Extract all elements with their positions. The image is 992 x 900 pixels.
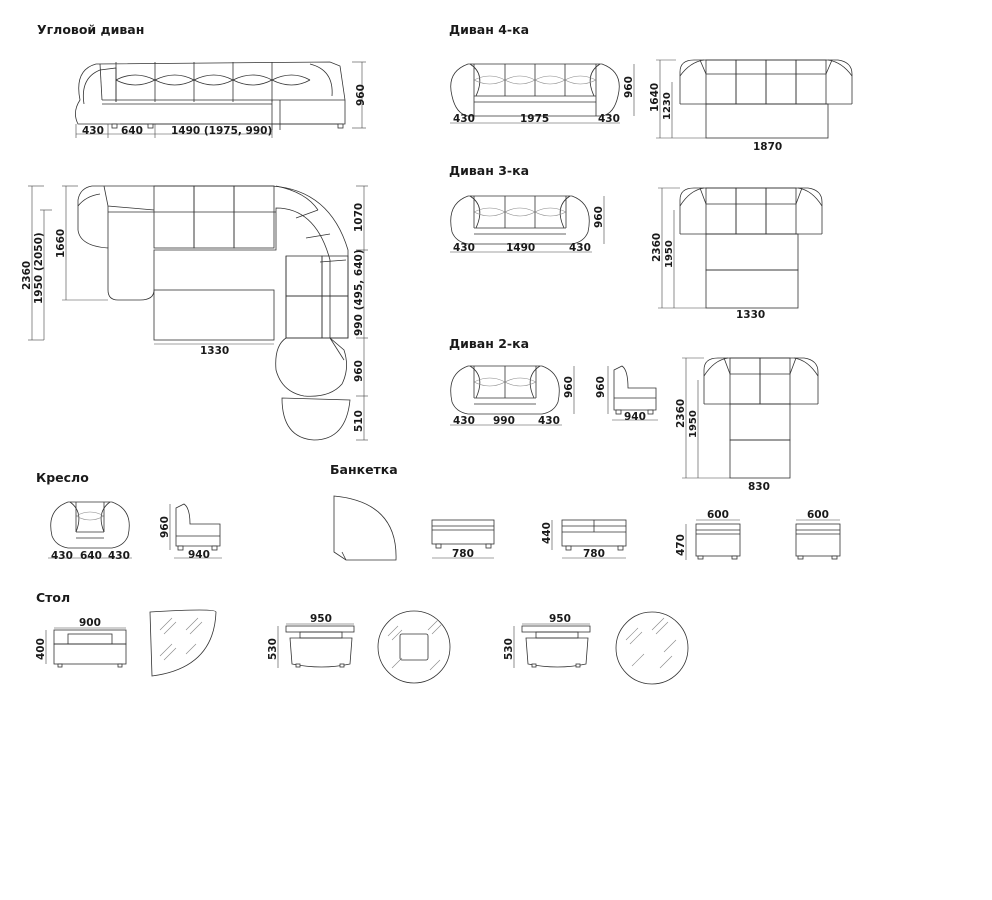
table-3-height: 530 [503, 638, 515, 660]
banquette-1-side: 780 [431, 519, 495, 560]
sofa2-front-view: 430 990 430 960 [450, 365, 575, 427]
corner-dim-arm: 430 [82, 125, 104, 137]
table-1-width: 900 [79, 617, 101, 629]
sofa4-plan-height-2: 1230 [662, 92, 673, 120]
sofa4-arm-left: 430 [453, 113, 475, 125]
banquette-3-side: 600 470 [675, 509, 741, 560]
table-2-height: 530 [267, 638, 279, 660]
corner-plan-right-4: 510 [353, 410, 365, 432]
sofa4-plan-width: 1870 [753, 141, 782, 153]
sofa2-seat: 990 [493, 415, 515, 427]
sofa3-seat: 1490 [506, 242, 535, 254]
corner-plan-right-2: 990 (495, 640) [353, 249, 365, 336]
title-sofa-2: Диван 2-ка [449, 336, 529, 351]
corner-sofa-plan-view: 2360 1950 (2050) 1660 1330 1070 990 (495… [21, 185, 368, 441]
corner-plan-width: 1330 [200, 345, 229, 357]
sofa2-plan-height-1: 2360 [675, 399, 687, 428]
sofa4-seat: 1975 [520, 113, 549, 125]
title-sofa-4: Диван 4-ка [449, 22, 529, 37]
corner-plan-total-height: 2360 [21, 261, 33, 290]
corner-sofa-front-view: 430 640 1490 (1975, 990) 960 [75, 61, 367, 138]
title-corner-sofa: Угловой диван [37, 22, 144, 37]
table-3-width: 950 [549, 613, 571, 625]
title-sofa-3: Диван 3-ка [449, 163, 529, 178]
banquette-4-side: 600 [795, 509, 841, 560]
armchair-side-depth: 940 [188, 549, 210, 561]
table-2-width: 950 [310, 613, 332, 625]
sofa4-arm-right: 430 [598, 113, 620, 125]
sofa3-plan-width: 1330 [736, 309, 765, 321]
banquette-3-width: 600 [707, 509, 729, 521]
sofa2-side-height: 960 [595, 376, 607, 398]
sofa2-arm-left: 430 [453, 415, 475, 427]
corner-plan-height-variants: 1950 (2050) [33, 232, 45, 304]
sofa4-height: 960 [623, 76, 635, 98]
table-1-top [149, 609, 217, 677]
sofa2-plan-height-2: 1950 [688, 410, 699, 438]
table-3-top [615, 611, 689, 685]
corner-plan-right-1: 1070 [353, 203, 365, 232]
table-1-height: 400 [35, 638, 47, 660]
table-3-side: 950 530 [503, 613, 591, 668]
sofa2-arm-right: 430 [538, 415, 560, 427]
sofa3-front-view: 430 1490 430 960 [450, 195, 605, 254]
banquette-1-width: 780 [452, 548, 474, 560]
sofa3-arm-right: 430 [569, 242, 591, 254]
armchair-seat: 640 [80, 550, 102, 562]
title-armchair: Кресло [36, 470, 89, 485]
banquette-corner-plan [333, 495, 397, 561]
sofa3-plan-height-2: 1950 [664, 240, 675, 268]
corner-plan-left-height: 1660 [55, 229, 67, 258]
sofa2-side-depth: 940 [624, 411, 646, 423]
sofa3-arm-left: 430 [453, 242, 475, 254]
sofa4-plan-view: 1640 1230 1870 [649, 59, 853, 153]
banquette-2-height: 440 [541, 522, 553, 544]
sofa2-plan-width: 830 [748, 481, 770, 493]
corner-dim-seat: 640 [121, 125, 143, 137]
armchair-arm-left: 430 [51, 550, 73, 562]
sofa2-plan-view: 2360 1950 830 [675, 357, 819, 493]
banquette-2-width: 780 [583, 548, 605, 560]
table-2-top [377, 610, 451, 684]
armchair-side-height: 960 [159, 516, 171, 538]
table-1-side: 900 400 [35, 617, 127, 668]
armchair-side-view: 940 960 [159, 503, 222, 561]
corner-dim-height: 960 [355, 84, 367, 106]
title-banquette: Банкетка [330, 462, 398, 477]
armchair-arm-right: 430 [108, 550, 130, 562]
title-table: Стол [36, 590, 70, 605]
banquette-3-height: 470 [675, 534, 687, 556]
sofa2-side-view: 940 960 [595, 365, 658, 423]
armchair-front-view: 430 640 430 [48, 501, 132, 562]
banquette-2-side: 780 440 [541, 519, 627, 560]
corner-plan-right-3: 960 [353, 360, 365, 382]
sofa4-plan-height-1: 1640 [649, 83, 661, 112]
sofa3-height: 960 [593, 206, 605, 228]
table-2-side: 950 530 [267, 613, 355, 668]
corner-dim-rest: 1490 (1975, 990) [171, 125, 272, 137]
sofa3-plan-height-1: 2360 [651, 233, 663, 262]
sofa2-height: 960 [563, 376, 575, 398]
sofa3-plan-view: 2360 1950 1330 [651, 187, 823, 321]
sofa4-front-view: 430 1975 430 960 [450, 63, 635, 125]
banquette-4-width: 600 [807, 509, 829, 521]
